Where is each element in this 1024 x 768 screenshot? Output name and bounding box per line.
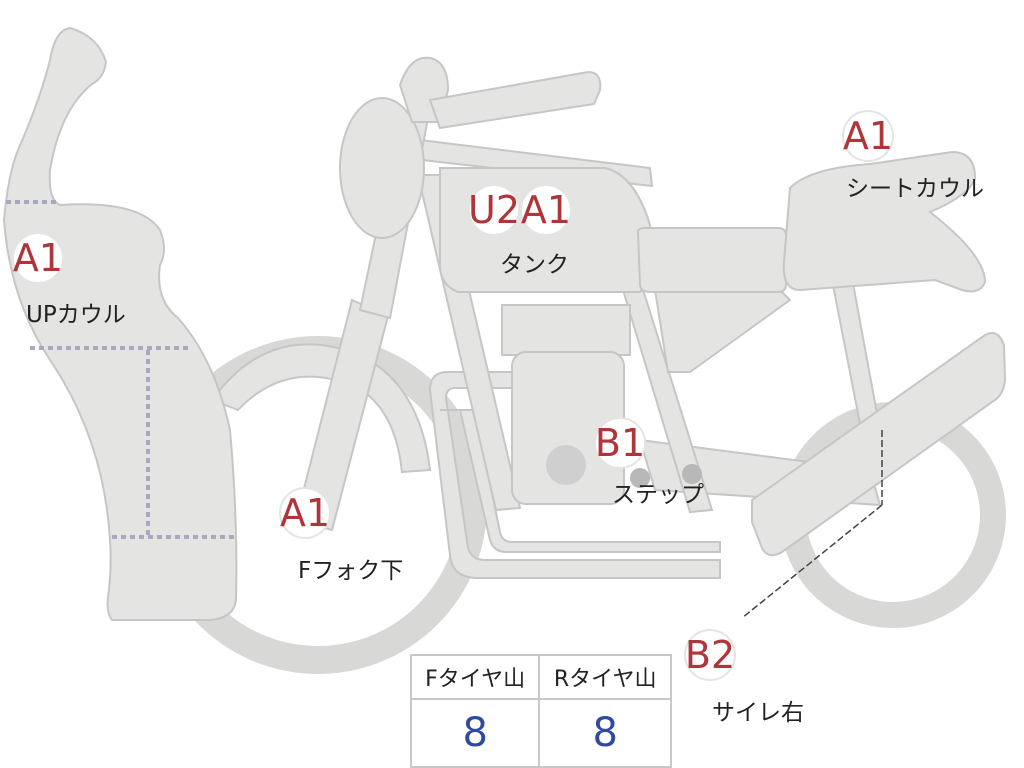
mark-label-front-fork: Fフォク下 xyxy=(298,558,403,584)
exhaust-pipe xyxy=(428,371,721,579)
mark-code-seat-cowl: A1 xyxy=(843,114,893,158)
engine-cover xyxy=(546,445,586,485)
mark-badge xyxy=(468,184,520,236)
step-peg xyxy=(630,468,650,488)
mark-label-seat-cowl: シートカウル xyxy=(846,176,984,202)
mark-code-tank-1: U2 xyxy=(468,188,520,232)
mark-badge xyxy=(12,232,64,284)
mark-code-step: B1 xyxy=(595,421,645,465)
mark-label-tank: タンク xyxy=(500,252,569,278)
muffler xyxy=(751,332,1007,557)
table-header-row: Fタイヤ山 Rタイヤ山 xyxy=(409,654,672,700)
front-tire-header: Fタイヤ山 xyxy=(409,654,541,700)
mark-code-muffler: B2 xyxy=(685,633,735,677)
mark-code-tank-2: A1 xyxy=(521,188,571,232)
step-peg-rear xyxy=(682,464,702,484)
seat-cowl xyxy=(782,150,987,293)
rear-tire-value: 8 xyxy=(538,698,672,768)
rear-tire-header: Rタイヤ山 xyxy=(538,654,672,700)
mark-code-up-cowl: A1 xyxy=(13,236,63,280)
front-fender xyxy=(210,343,432,474)
mark-badge xyxy=(842,110,894,162)
table-row: 8 8 xyxy=(409,698,672,768)
seat xyxy=(636,227,787,293)
mark-label-up-cowl: UPカウル xyxy=(26,302,126,328)
exhaust-pipe-lower xyxy=(440,409,721,553)
mark-label-muffler: サイレ右 xyxy=(712,700,804,726)
side-cover xyxy=(653,289,792,373)
front-tire-value: 8 xyxy=(409,698,541,768)
headlight xyxy=(339,97,425,239)
mark-badge xyxy=(279,487,331,539)
mark-badge xyxy=(684,629,736,681)
mark-label-step: ステップ xyxy=(612,482,704,508)
mark-badge xyxy=(594,417,646,469)
tire-tread-table: Fタイヤ山 Rタイヤ山 8 8 xyxy=(409,654,672,768)
mark-code-front-fork: A1 xyxy=(280,491,330,535)
mark-badge xyxy=(520,184,572,236)
upper-cowl xyxy=(2,26,238,621)
engine-head xyxy=(501,304,631,356)
handlebar-right xyxy=(428,70,602,130)
